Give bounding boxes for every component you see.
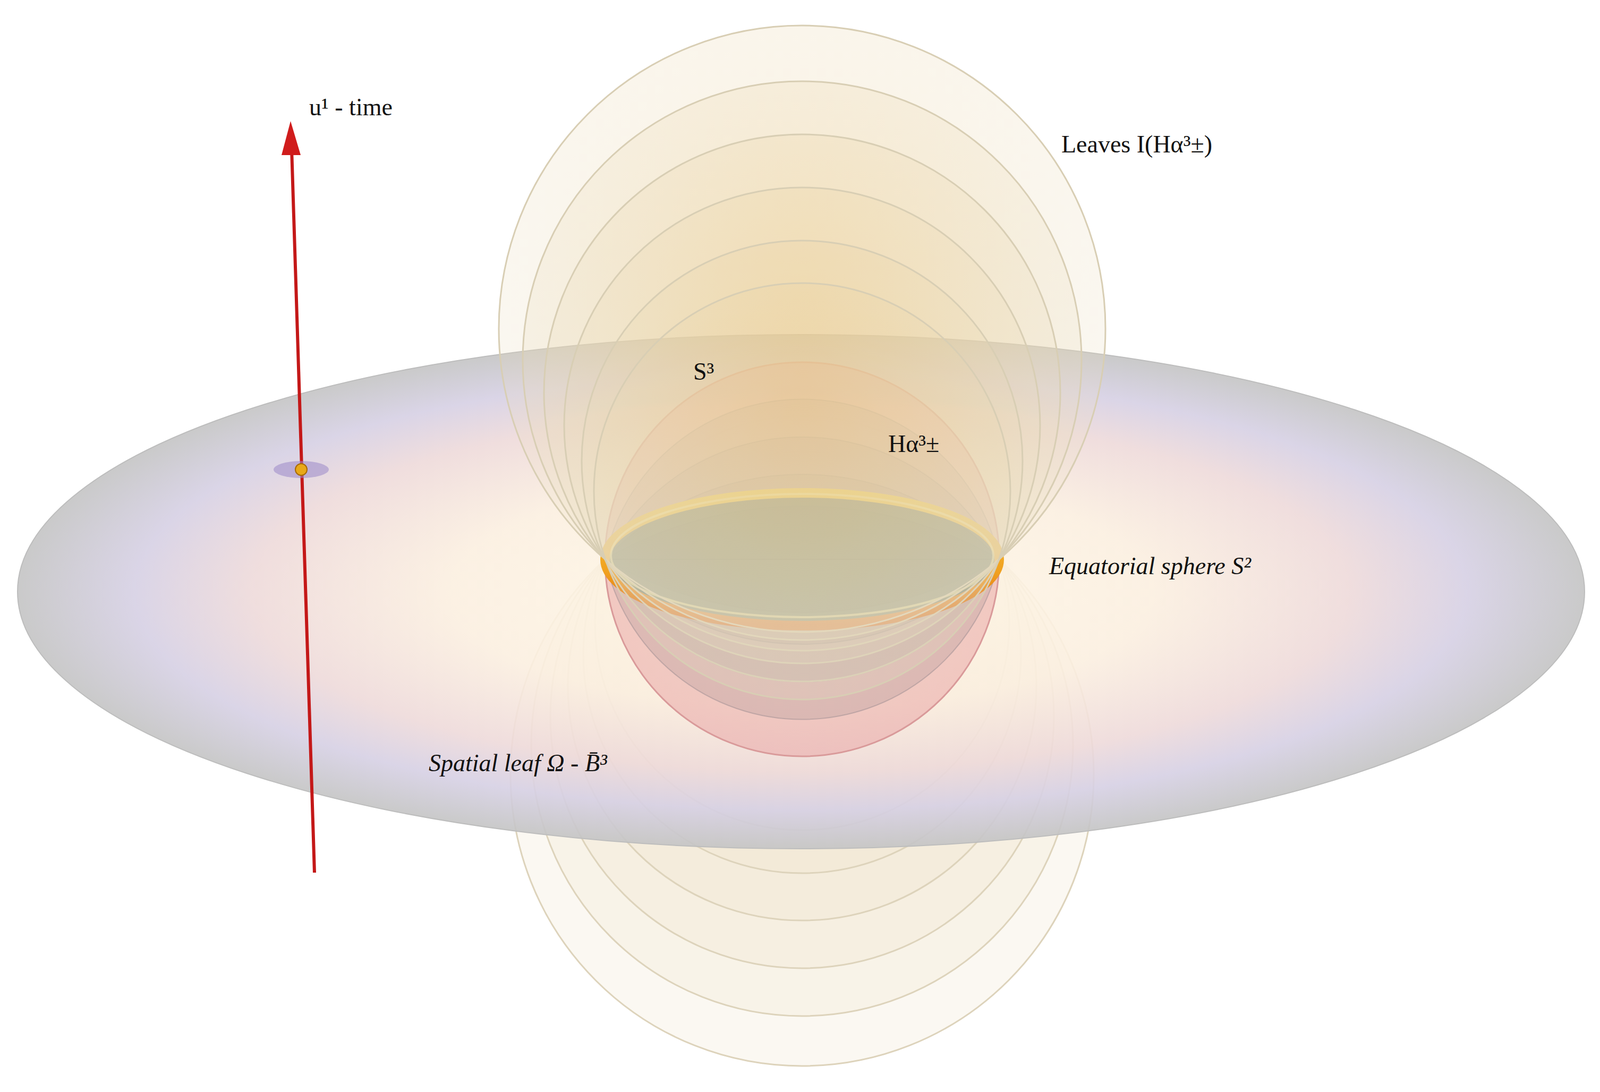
- sphere-label: S³: [693, 356, 714, 387]
- equator-label: Equatorial sphere S²: [1049, 551, 1251, 581]
- axis-label: u¹ - time: [309, 92, 393, 122]
- cap-label: Hα³±: [888, 429, 940, 459]
- leaves-label: Leaves I(Hα³±): [1061, 129, 1213, 159]
- time-axis: [273, 121, 329, 873]
- plane-label: Spatial leaf Ω - B̄³: [428, 748, 608, 778]
- upper-leaves: [498, 25, 1106, 700]
